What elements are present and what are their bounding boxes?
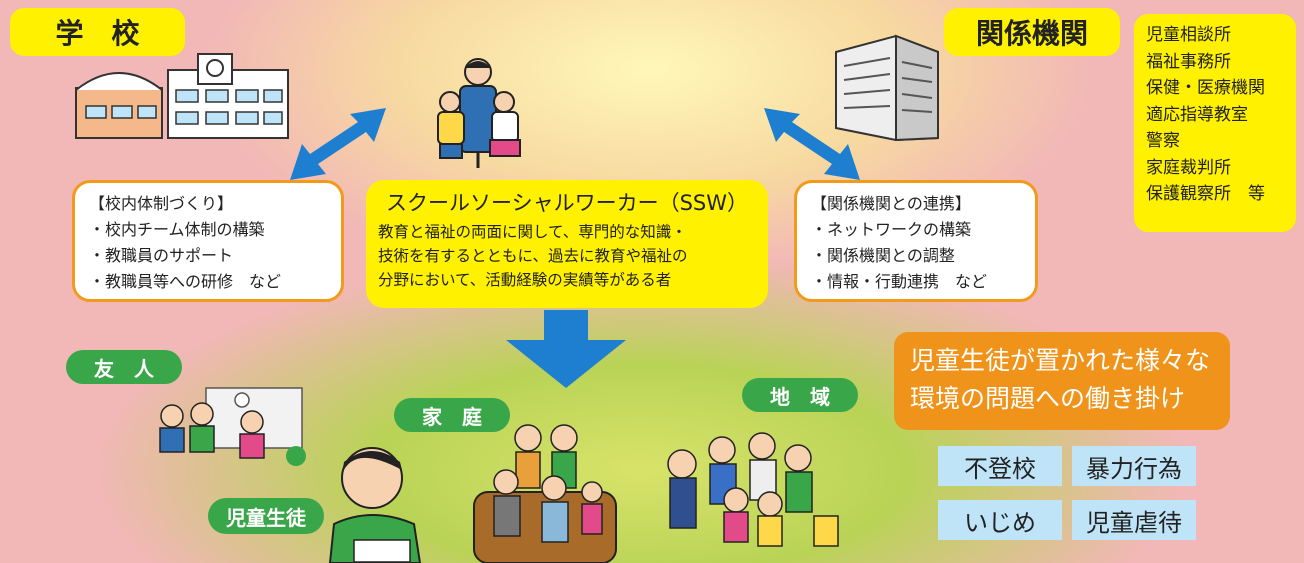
family-illustration (473, 424, 617, 563)
agency-item: 家庭裁判所 (1146, 157, 1231, 178)
tag-family: 家 庭 (394, 398, 510, 432)
community-illustration (667, 432, 839, 547)
intervention-line: 児童生徒が置かれた様々な (910, 346, 1211, 375)
double-arrow-right (764, 108, 860, 180)
issue-bullying: いじめ (938, 500, 1062, 540)
left-box-item: ・教職員等への研修 など (89, 272, 282, 291)
ssw-title: スクールソーシャルワーカー（SSW） (385, 191, 748, 215)
right-box-item: ・情報・行動連携 など (811, 272, 988, 291)
left-info-box: 【校内体制づくり】 ・校内チーム体制の構築 ・教職員のサポート ・教職員等への研… (72, 180, 344, 302)
left-box-item: ・教職員のサポート (89, 246, 234, 265)
right-box-title: 【関係機関との連携】 (811, 194, 971, 213)
right-box-item: ・関係機関との調整 (811, 246, 955, 265)
tag-student: 児童生徒 (208, 498, 324, 534)
ssw-definition-box: スクールソーシャルワーカー（SSW） 教育と福祉の両面に関して、専門的な知識・ … (366, 180, 768, 308)
double-arrow-left (290, 108, 386, 180)
ssw-desc-line: 教育と福祉の両面に関して、専門的な知識・ (378, 223, 687, 241)
ssw-desc-line: 技術を有するとともに、過去に教育や福祉の (378, 247, 688, 265)
agency-item: 福祉事務所 (1146, 51, 1231, 72)
issue-violence: 暴力行為 (1072, 446, 1196, 486)
tag-school: 学 校 (10, 8, 185, 56)
issue-truancy: 不登校 (938, 446, 1062, 486)
friends-illustration (159, 387, 306, 466)
student-studying-illustration (328, 447, 422, 563)
ssw-with-children-illustration (437, 58, 521, 168)
left-box-title: 【校内体制づくり】 (89, 194, 234, 213)
agency-item: 児童相談所 (1146, 25, 1231, 45)
left-box-item: ・校内チーム体制の構築 (89, 220, 265, 239)
ssw-desc-line: 分野において、活動経験の実績等がある者 (378, 271, 672, 289)
right-box-item: ・ネットワークの構築 (811, 220, 972, 239)
down-arrow (506, 310, 626, 388)
agency-item: 保健・医療機関 (1146, 78, 1265, 98)
tag-agencies: 関係機関 (944, 8, 1120, 56)
tag-friends: 友 人 (66, 350, 182, 384)
intervention-line: 環境の問題への働き掛け (910, 384, 1186, 413)
office-building-illustration (835, 34, 939, 142)
agency-list: 児童相談所 福祉事務所 保健・医療機関 適応指導教室 警察 家庭裁判所 保護観察… (1134, 14, 1296, 232)
issue-child-abuse: 児童虐待 (1072, 500, 1196, 540)
school-building-illustration (75, 53, 289, 139)
right-info-box: 【関係機関との連携】 ・ネットワークの構築 ・関係機関との調整 ・情報・行動連携… (794, 180, 1038, 302)
agency-item: 適応指導教室 (1146, 104, 1248, 125)
agency-item: 警察 (1146, 131, 1180, 151)
intervention-box: 児童生徒が置かれた様々な 環境の問題への働き掛け (894, 332, 1230, 430)
agency-item: 保護観察所 等 (1146, 184, 1265, 204)
tag-community: 地 域 (742, 378, 858, 412)
